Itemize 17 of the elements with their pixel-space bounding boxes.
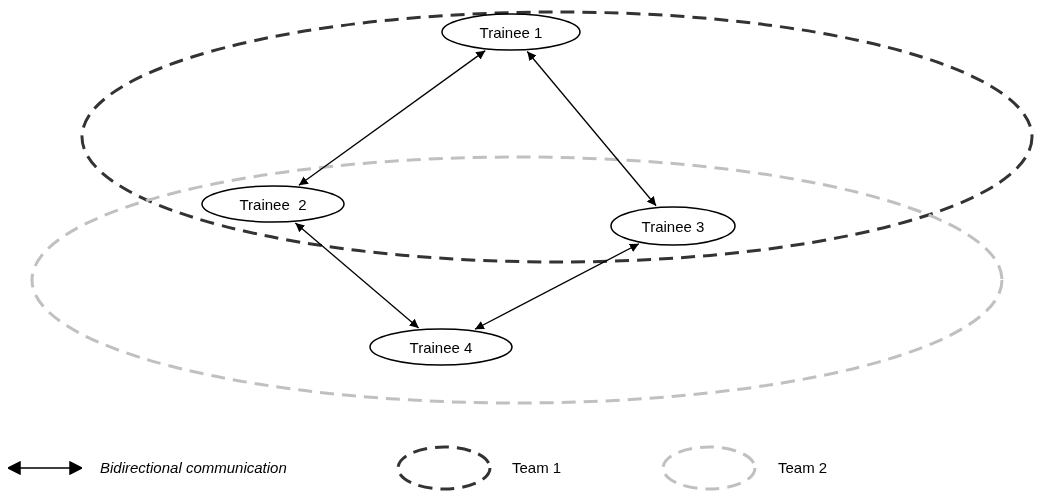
trainee-ellipse <box>609 205 737 247</box>
node-label: Trainee 1 <box>478 23 544 41</box>
team-boundary-ellipse <box>80 10 1034 264</box>
double-arrow <box>294 222 420 329</box>
trainee-ellipse <box>440 12 582 52</box>
node-label: Trainee 2 <box>238 195 308 213</box>
legend-label: Team 1 <box>512 459 562 476</box>
legend-label: Team 2 <box>778 459 828 476</box>
node-label: Trainee 3 <box>640 217 706 235</box>
trainee-ellipse <box>368 327 514 367</box>
legend-label: Bidirectional communication <box>100 459 287 476</box>
double-arrow <box>526 50 657 207</box>
team-boundary-ellipse <box>30 155 1004 405</box>
double-arrow <box>474 243 640 330</box>
trainee-ellipse <box>200 184 346 224</box>
node-label: Trainee 4 <box>408 338 474 356</box>
double-arrow <box>298 50 486 186</box>
